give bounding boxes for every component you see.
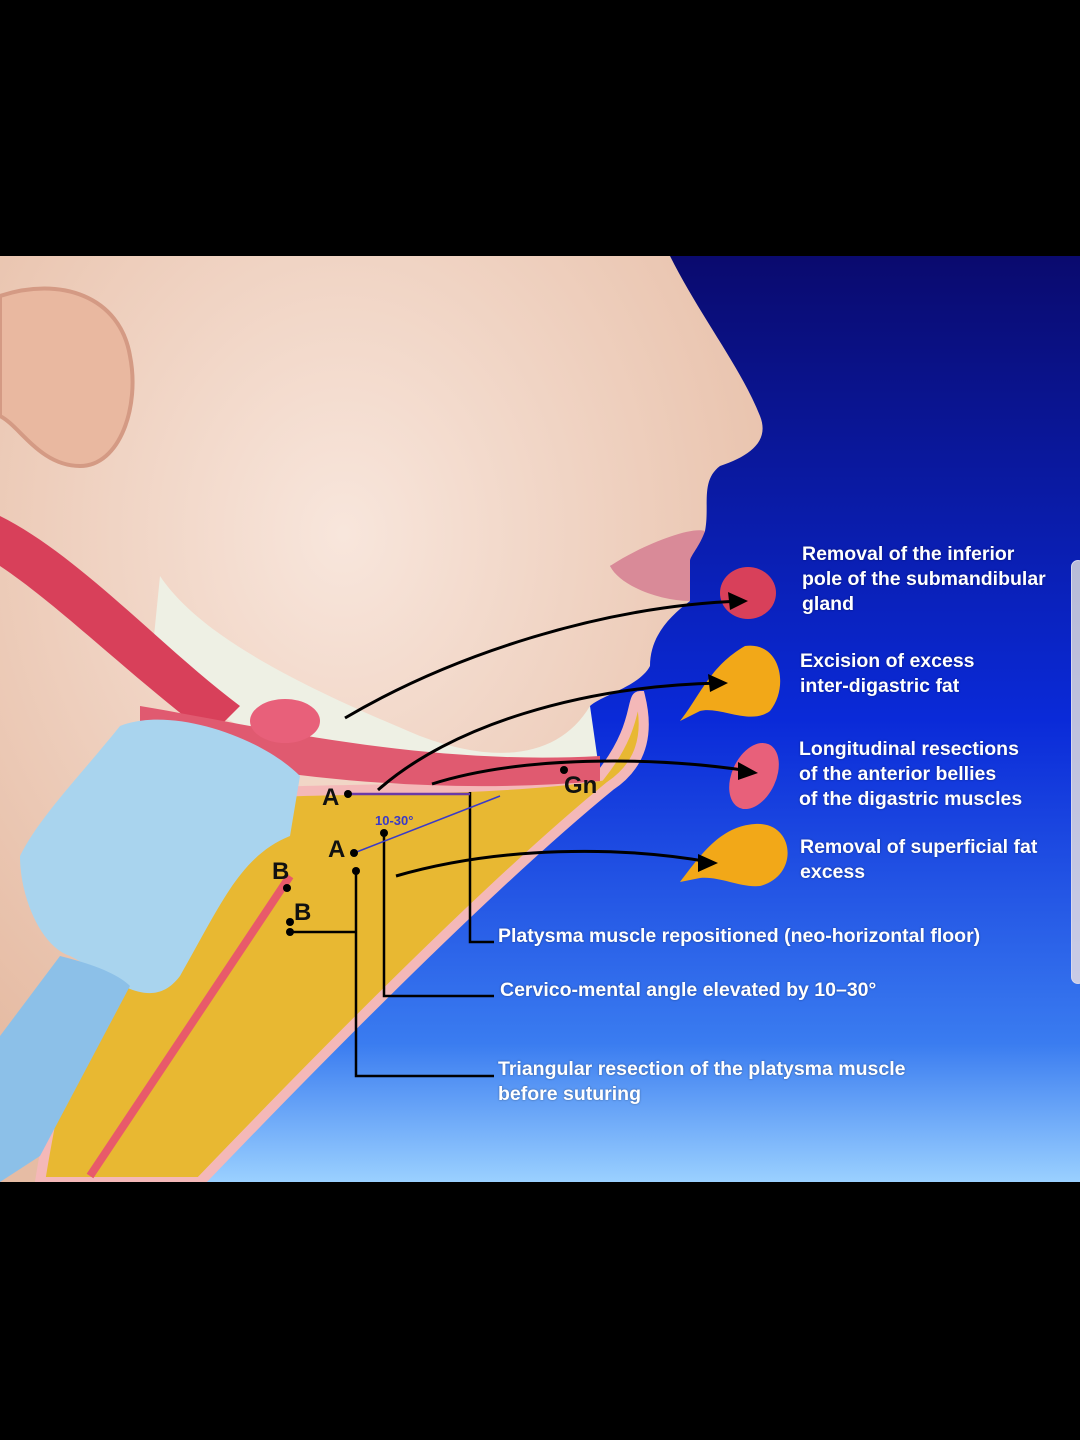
platysma-strip (86, 873, 294, 1179)
interdigastric-fat-piece (680, 645, 781, 721)
marker-gnathion: Gn (564, 772, 598, 799)
marker-b-upper: B (272, 858, 290, 885)
angle-label: 10-30° (375, 813, 414, 828)
anatomy-drawing (0, 256, 1080, 1182)
trachea (0, 956, 130, 1182)
leader-lines (290, 792, 501, 1078)
digastric-fragment (729, 742, 779, 810)
label-superficial-fat: Removal of superficial fat excess (800, 836, 1038, 883)
scrollbar[interactable] (1071, 560, 1080, 984)
marker-a-upper: A (322, 784, 340, 811)
ear (0, 286, 135, 469)
neck-lift-illustration: A A B B Gn 10-30° Removal of the inferio… (0, 256, 1080, 1182)
label-cervicomental: Cervico-mental angle elevated by 10–30° (500, 979, 877, 1001)
label-digastric: Longitudinal resections of the anterior … (799, 738, 1023, 810)
marker-a-lower: A (328, 836, 346, 863)
marker-b-lower: B (294, 899, 312, 926)
label-submandibular: Removal of the inferior pole of the subm… (802, 543, 1046, 615)
label-triangular: Triangular resection of the platysma mus… (498, 1058, 906, 1105)
submandibular-gland (250, 699, 320, 743)
larynx-cartilage (20, 719, 300, 994)
sternocleidomastoid-muscle (0, 516, 240, 736)
label-interdigastric: Excision of excess inter-digastric fat (800, 650, 975, 697)
arrows (344, 599, 751, 878)
lips (610, 530, 705, 601)
superficial-fat-piece (680, 823, 788, 887)
label-platysma: Platysma muscle repositioned (neo-horizo… (498, 925, 981, 947)
